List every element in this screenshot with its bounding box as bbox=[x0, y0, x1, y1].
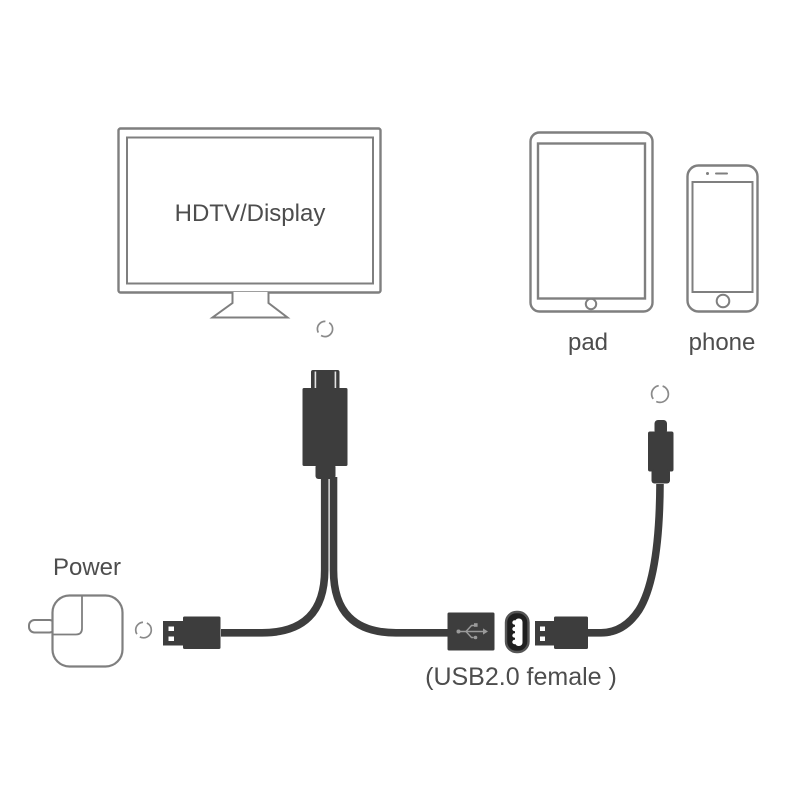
usb-male-phone-connector-icon bbox=[535, 616, 588, 649]
usb-female-note: (USB2.0 female ) bbox=[425, 663, 617, 691]
connection-point-icon-phone bbox=[650, 384, 670, 404]
usb-female-connector-icon bbox=[447, 612, 495, 651]
phone-camera-dot bbox=[706, 172, 709, 175]
phone-cable bbox=[586, 483, 664, 637]
phone-home-button bbox=[715, 293, 731, 309]
pad-label: pad bbox=[567, 329, 609, 356]
power-label: Power bbox=[52, 554, 122, 581]
phone-icon bbox=[686, 164, 759, 313]
lightning-connector-icon bbox=[648, 420, 674, 484]
power-adapter-icon bbox=[28, 594, 124, 668]
y-split-cable bbox=[221, 477, 449, 637]
usb-male-power-connector-icon bbox=[163, 616, 221, 649]
monitor-icon bbox=[117, 127, 382, 319]
hdmi-connector-icon bbox=[302, 370, 348, 479]
connection-point-icon-power bbox=[134, 621, 153, 639]
tablet-icon bbox=[529, 131, 654, 313]
display-label: HDTV/Display bbox=[174, 200, 326, 227]
adapter-plug-prong bbox=[28, 619, 56, 634]
usb-trident-icon bbox=[456, 623, 488, 640]
phone-label: phone bbox=[688, 329, 756, 356]
usb-port-face-icon bbox=[504, 610, 530, 654]
connection-point-icon-display bbox=[316, 320, 334, 338]
